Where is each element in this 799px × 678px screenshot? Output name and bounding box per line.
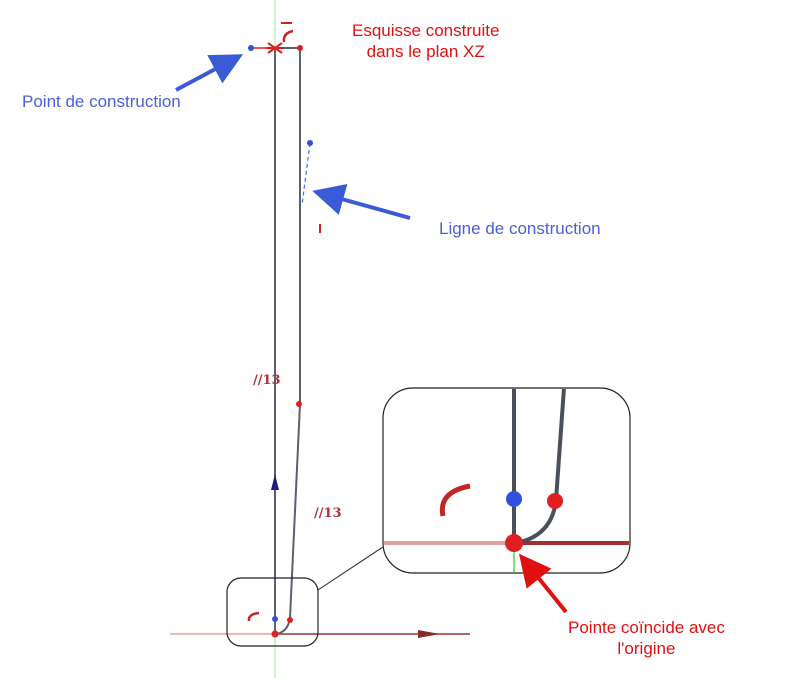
origin-arrow [518,553,568,614]
inset-tangent-icon [439,483,471,517]
inset-origin-point [505,534,523,552]
construction-line [301,142,311,206]
sketch-plane-annotation: Esquisse construite dans le plan XZ [352,20,499,62]
origin-annotation-line-1: Pointe coïncide avec [568,618,725,637]
parallel-constraint-2[interactable]: //13 [314,506,342,521]
construction-point[interactable] [248,45,254,51]
detail-region-box [226,577,319,647]
construction-point-arrow [175,54,244,92]
zoom-inset-box [382,387,631,574]
parallel-icon: // [314,506,324,521]
origin-annotation-line-2: l'origine [617,639,676,658]
coincident-cross-icon [266,42,284,54]
parallel-value: 13 [323,506,342,521]
sketch-point[interactable] [296,401,302,407]
sketch-plane-line-1: Esquisse construite [352,21,500,40]
construction-line-label: Ligne de construction [439,219,601,238]
tangent-constraint-icon [282,29,294,43]
inset-sketch-point [547,493,563,509]
origin-annotation: Pointe coïncide avec l'origine [568,617,725,659]
construction-line-end[interactable] [307,140,313,146]
parallel-value: 13 [262,373,281,388]
sketch-plane-line-2: dans le plan XZ [366,42,485,61]
parallel-constraint-1[interactable]: //13 [253,373,281,388]
x-axis-arrow-icon [418,630,440,638]
construction-line-arrow [312,184,411,220]
construction-point-bottom[interactable] [272,616,278,622]
tangent-constraint-icon-bottom [247,611,260,622]
zoom-inset [384,389,629,572]
sketch-point[interactable] [297,45,303,51]
right-sketch-line [275,48,301,635]
callout-connector [317,546,384,591]
inset-construction-point [506,491,522,507]
parallel-icon: // [253,373,263,388]
construction-point-label: Point de construction [22,92,181,111]
sketch-point[interactable] [287,617,293,623]
z-direction-arrow-icon [271,474,279,490]
origin-point[interactable] [271,630,279,638]
